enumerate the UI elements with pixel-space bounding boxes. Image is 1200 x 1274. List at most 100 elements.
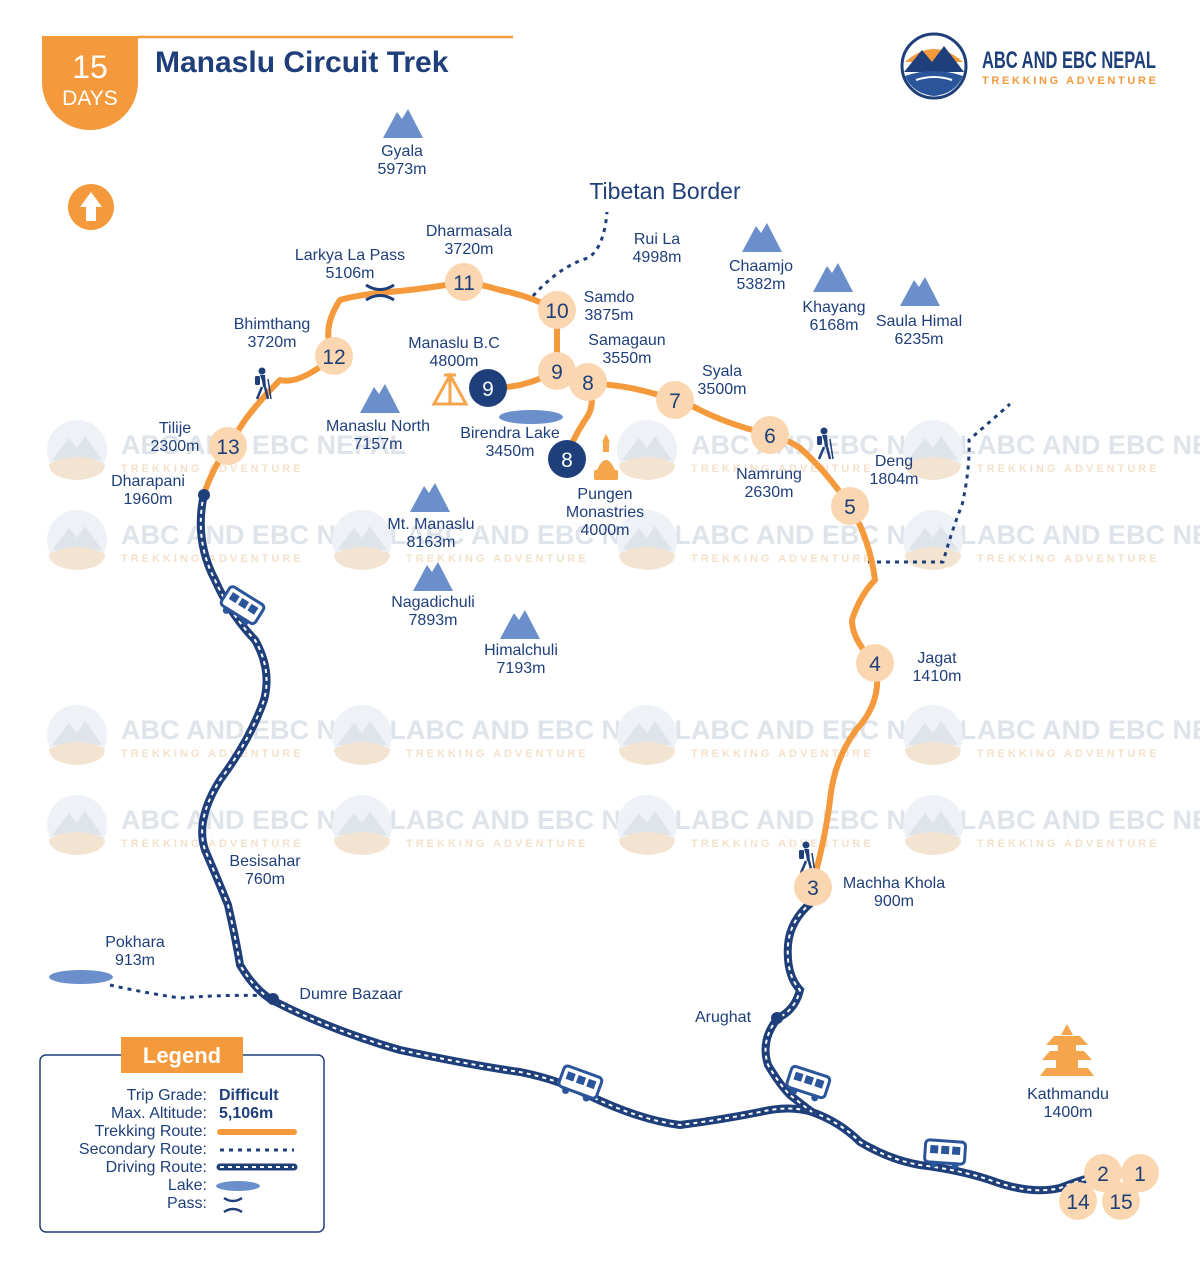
stop-9-basecamp: 9 <box>469 369 507 407</box>
kathmandu-temple-icon <box>1040 1024 1094 1076</box>
peak-labels: Gyala 5973m Chaamjo 5382m Khayang 6168m … <box>326 143 962 677</box>
legend-pass-icon <box>223 1196 243 1214</box>
namrung-name: Namrung <box>736 466 802 483</box>
chaamjo-name: Chaamjo <box>729 258 793 275</box>
stop-12: 12 <box>315 337 353 375</box>
svg-text:9: 9 <box>482 378 494 401</box>
dharapani-alt: 1960m <box>124 491 173 508</box>
tent-icon <box>431 371 469 406</box>
stop-3: 3 <box>794 868 832 906</box>
mt-manaslu-peak-icon <box>410 483 450 512</box>
legend-altitude-label: Max. Altitude: <box>111 1105 207 1122</box>
svg-text:7: 7 <box>669 390 681 413</box>
svg-text:1: 1 <box>1134 1163 1146 1186</box>
svg-text:10: 10 <box>545 300 568 323</box>
svg-text:3: 3 <box>807 877 819 900</box>
gyala-peak-icon <box>383 109 423 138</box>
bhimthang-name: Bhimthang <box>234 316 311 333</box>
stop-11: 11 <box>445 263 483 301</box>
svg-text:6: 6 <box>764 425 776 448</box>
arughat-dot <box>771 1012 783 1024</box>
khayang-alt: 6168m <box>810 317 859 334</box>
saula-peak-icon <box>900 277 940 306</box>
pungen-alt: 4000m <box>581 522 630 539</box>
chaamjo-peak-icon <box>742 223 782 252</box>
legend-lake-swatch <box>216 1181 260 1191</box>
jagat-alt: 1410m <box>913 668 962 685</box>
dharapani-name: Dharapani <box>111 473 185 490</box>
manaslu-bc-name: Manaslu B.C <box>408 335 500 352</box>
manaslu-north-alt: 7157m <box>354 436 403 453</box>
legend-altitude-value: 5,106m <box>219 1105 273 1122</box>
samagaun-alt: 3550m <box>603 350 652 367</box>
pass-icon <box>365 283 395 302</box>
stop-markers: 1 2 14 15 3 4 5 6 7 8 8 9 9 10 11 12 13 <box>209 263 1159 1220</box>
legend-lake-label: Lake: <box>168 1177 207 1194</box>
tilije-name: Tilije <box>159 420 191 437</box>
stop-9: 9 <box>538 352 576 390</box>
birendra-name: Birendra Lake <box>460 425 560 442</box>
brand-name: ABC AND EBC NEPAL <box>982 47 1156 74</box>
rui-la-alt: 4998m <box>633 249 682 266</box>
birendra-alt: 3450m <box>486 443 535 460</box>
samagaun-name: Samagaun <box>588 332 665 349</box>
days-label: DAYS <box>62 87 118 110</box>
bus-icon <box>554 1063 605 1106</box>
svg-text:11: 11 <box>453 272 475 295</box>
syala-alt: 3500m <box>698 381 747 398</box>
chaamjo-alt: 5382m <box>737 276 786 293</box>
legend-driving-label: Driving Route: <box>106 1159 207 1176</box>
stupa-icon <box>594 434 618 480</box>
stop-8-pungen: 8 <box>548 440 586 478</box>
mt-manaslu-alt: 8163m <box>407 534 456 551</box>
larkya-alt: 5106m <box>326 265 375 282</box>
namrung-alt: 2630m <box>745 484 794 501</box>
north-arrow-icon <box>68 184 114 230</box>
himalchuli-peak-icon <box>500 610 540 639</box>
samdo-name: Samdo <box>584 289 635 306</box>
birendra-lake <box>499 410 563 424</box>
arughat-name: Arughat <box>695 1009 752 1026</box>
legend: Legend Trip Grade: Difficult Max. Altitu… <box>39 1037 325 1233</box>
himalchuli-name: Himalchuli <box>484 642 558 659</box>
machha-name: Machha Khola <box>843 875 945 892</box>
svg-text:5: 5 <box>844 496 856 519</box>
samdo-alt: 3875m <box>585 307 634 324</box>
khayang-peak-icon <box>813 263 853 292</box>
deng-name: Deng <box>875 453 913 470</box>
dharapani-dot <box>198 489 210 501</box>
stop-1: 1 <box>1121 1154 1159 1192</box>
bhimthang-alt: 3720m <box>248 334 297 351</box>
manaslu-north-peak-icon <box>360 384 400 413</box>
stop-13: 13 <box>209 427 247 465</box>
svg-text:15: 15 <box>1109 1191 1132 1214</box>
pungen-name: Pungen <box>577 486 632 503</box>
brand-logo <box>900 32 968 100</box>
legend-title: Legend <box>143 1043 221 1068</box>
gyala-alt: 5973m <box>378 161 427 178</box>
stop-8: 8 <box>569 363 607 401</box>
legend-grade-value: Difficult <box>219 1087 279 1104</box>
larkya-name: Larkya La Pass <box>295 247 405 264</box>
svg-text:2: 2 <box>1097 1163 1109 1186</box>
dharmasala-alt: 3720m <box>445 241 494 258</box>
saula-name: Saula Himal <box>876 313 962 330</box>
svg-text:8: 8 <box>582 372 594 395</box>
stop-10: 10 <box>538 291 576 329</box>
pungen-name2: Monastries <box>566 504 644 521</box>
machha-alt: 900m <box>874 893 914 910</box>
saula-alt: 6235m <box>895 331 944 348</box>
legend-trekking-label: Trekking Route: <box>95 1123 207 1140</box>
kathmandu-name: Kathmandu <box>1027 1086 1109 1103</box>
svg-text:9: 9 <box>551 361 563 384</box>
page-title: Manaslu Circuit Trek <box>155 46 449 79</box>
legend-grade-label: Trip Grade: <box>127 1087 207 1104</box>
nagadichuli-peak-icon <box>413 562 453 591</box>
rui-la-name: Rui La <box>634 231 680 248</box>
dharmasala-name: Dharmasala <box>426 223 512 240</box>
besisahar-alt: 760m <box>245 871 285 888</box>
days-badge: 15 DAYS <box>42 36 138 130</box>
dumre-dot <box>267 993 279 1005</box>
svg-text:12: 12 <box>322 346 345 369</box>
gyala-name: Gyala <box>381 143 423 160</box>
